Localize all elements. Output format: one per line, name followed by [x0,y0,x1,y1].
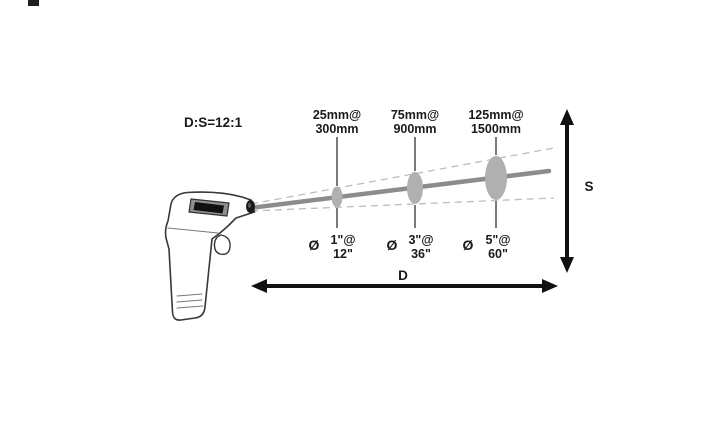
spot-1-ellipse [331,186,343,208]
ratio-label: D:S=12:1 [184,115,243,130]
diameter-symbol-icon: Ø [309,237,320,253]
spot-1-imperial-line1: 1"@ [330,233,355,247]
thermometer-trigger [213,234,231,256]
spot-3-ellipse [485,156,507,200]
thermometer-lens-highlight [248,203,251,208]
spot-1-metric-line1: 25mm@ [313,108,361,122]
d-arrow-head-right [542,279,558,293]
spot-2-metric-line2: 900mm [393,122,436,136]
d-dimension-arrow [251,279,558,293]
spot-1-imperial-line2: 12" [333,247,353,261]
d-arrow-head-left [251,279,267,293]
s-arrow-head-down [560,257,574,273]
image-corner-artifact [28,0,39,6]
thermometer-display-screen [193,202,224,214]
spot-3-metric-label: 125mm@ 1500mm [468,108,523,136]
spot-3-metric-line2: 1500mm [471,122,521,136]
s-arrow-head-up [560,109,574,125]
spot-2-ellipse [407,172,423,204]
ir-thermometer-illustration [164,191,256,321]
cone-upper-dashed-line [250,147,555,205]
handle-grip-line [176,305,204,309]
spot-3-imperial-label: Ø 5"@ 60" [463,233,511,261]
handle-grip-line [176,293,203,297]
thermometer-body-seam [167,227,219,234]
spot-3-imperial-line2: 60" [488,247,508,261]
spot-2-imperial-line2: 36" [411,247,431,261]
handle-grip-line [176,299,203,303]
spot-1-metric-label: 25mm@ 300mm [313,108,361,136]
spot-3-metric-line1: 125mm@ [468,108,523,122]
s-axis-label: S [584,179,593,194]
diameter-symbol-icon: Ø [387,237,398,253]
cone-lower-dashed-line [250,197,555,212]
s-dimension-arrow [560,109,574,273]
spot-2-imperial-label: Ø 3"@ 36" [387,233,434,261]
spot-3-imperial-line1: 5"@ [485,233,510,247]
spot-1-metric-line2: 300mm [315,122,358,136]
spot-2-imperial-line1: 3"@ [408,233,433,247]
spot-2-metric-line1: 75mm@ [391,108,439,122]
d-axis-label: D [398,268,408,283]
spot-2-metric-label: 75mm@ 900mm [391,108,439,136]
thermometer-body-outline [164,191,256,321]
diameter-symbol-icon: Ø [463,237,474,253]
spot-1-imperial-label: Ø 1"@ 12" [309,233,356,261]
